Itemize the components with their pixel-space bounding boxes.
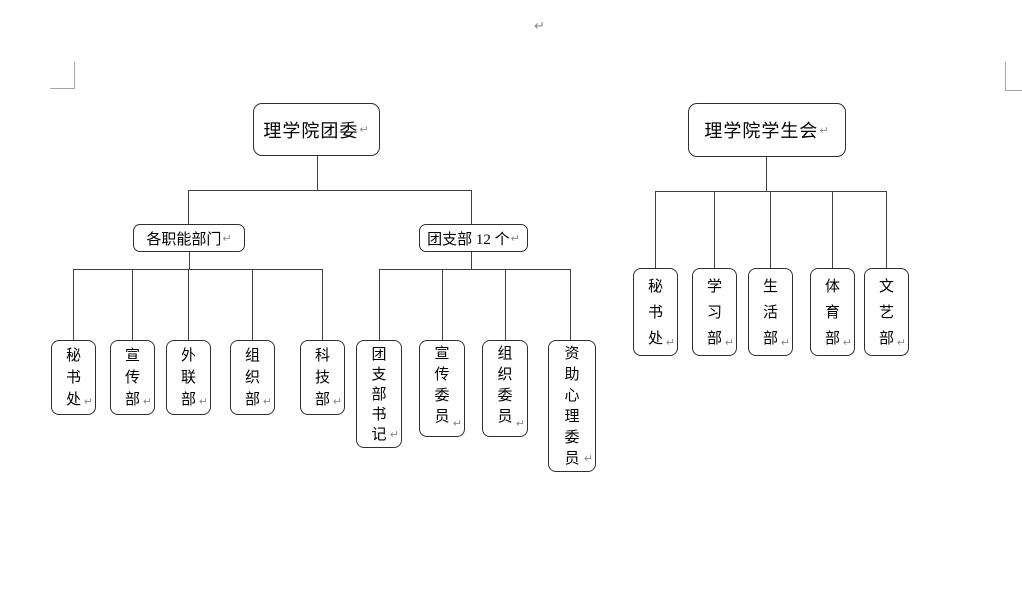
paragraph-mark: ↵: [452, 417, 462, 430]
paragraph-mark: ↵: [534, 19, 545, 34]
org-box-branch-secretary[interactable]: 团支部书记 ↵: [356, 340, 402, 448]
org-box-functional-departments[interactable]: 各职能部门↵: [133, 224, 245, 252]
connector-line: [770, 191, 771, 268]
org-box-outreach-dept[interactable]: 外联部 ↵: [166, 340, 211, 415]
connector-line: [189, 252, 190, 269]
connector-line: [379, 269, 380, 340]
paragraph-mark: ↵: [515, 417, 525, 430]
paragraph-mark: ↵: [896, 336, 906, 349]
org-box-label: 资助心理委员: [564, 346, 580, 467]
paragraph-mark: ↵: [222, 231, 232, 245]
margin-crop-mark-top-right: [1005, 62, 1022, 91]
paragraph-mark: ↵: [198, 395, 208, 408]
connector-line: [832, 191, 833, 268]
paragraph-mark: ↵: [583, 452, 593, 465]
connector-line: [188, 269, 189, 340]
connector-line: [655, 191, 656, 268]
org-box-publicity-member[interactable]: 宣传委员 ↵: [419, 340, 465, 437]
org-box-youth-league-root[interactable]: 理学院团委↵: [253, 103, 380, 156]
org-box-label: 科技部: [314, 348, 330, 408]
paragraph-mark: ↵: [842, 336, 852, 349]
org-box-arts-dept[interactable]: 文艺部 ↵: [864, 268, 909, 356]
org-box-label: 宣传部: [124, 348, 140, 408]
connector-line: [714, 191, 715, 268]
connector-line: [73, 269, 323, 270]
paragraph-mark: ↵: [819, 123, 830, 137]
org-box-label: 理学院团委: [263, 120, 359, 141]
connector-line: [471, 190, 472, 225]
org-box-label: 秘书处: [647, 279, 663, 347]
connector-line: [73, 269, 74, 340]
connector-line: [471, 252, 472, 269]
connector-line: [252, 269, 253, 340]
org-box-label: 组织部: [244, 348, 260, 408]
paragraph-mark: ↵: [389, 428, 399, 441]
margin-crop-mark-top-left: [50, 62, 75, 89]
connector-line: [188, 190, 472, 191]
paragraph-mark: ↵: [142, 395, 152, 408]
org-box-label: 组织委员: [497, 346, 513, 425]
paragraph-mark: ↵: [665, 336, 675, 349]
paragraph-mark: ↵: [332, 395, 342, 408]
org-box-publicity-dept[interactable]: 宣传部 ↵: [110, 340, 155, 415]
org-box-label: 生活部: [762, 279, 778, 347]
paragraph-mark: ↵: [780, 336, 790, 349]
connector-line: [570, 269, 571, 340]
org-box-sports-dept[interactable]: 体育部 ↵: [810, 268, 855, 356]
org-box-organization-member[interactable]: 组织委员 ↵: [482, 340, 528, 437]
org-box-organization-dept[interactable]: 组织部 ↵: [230, 340, 275, 415]
org-box-label: 体育部: [824, 279, 840, 347]
org-box-label: 团支部 12 个: [427, 231, 510, 248]
org-box-label: 各职能部门: [146, 231, 222, 248]
org-box-su-secretariat[interactable]: 秘书处 ↵: [633, 268, 678, 356]
paragraph-mark: ↵: [510, 231, 520, 245]
org-box-student-union-root[interactable]: 理学院学生会↵: [688, 103, 846, 157]
connector-line: [886, 191, 887, 268]
connector-line: [317, 156, 318, 190]
org-box-science-tech-dept[interactable]: 科技部 ↵: [300, 340, 345, 415]
org-box-aid-psychology-member[interactable]: 资助心理委员 ↵: [548, 340, 596, 472]
paragraph-mark: ↵: [83, 395, 93, 408]
connector-line: [766, 157, 767, 191]
org-box-league-branches[interactable]: 团支部 12 个↵: [419, 224, 528, 252]
connector-line: [442, 269, 443, 340]
connector-line: [132, 269, 133, 340]
connector-line: [188, 190, 189, 225]
org-box-label: 宣传委员: [434, 346, 450, 425]
org-box-label: 秘书处: [65, 348, 81, 408]
connector-line: [505, 269, 506, 340]
org-box-label: 理学院学生会: [704, 121, 819, 141]
connector-line: [379, 269, 571, 270]
org-box-study-dept[interactable]: 学习部 ↵: [692, 268, 737, 356]
paragraph-mark: ↵: [724, 336, 734, 349]
paragraph-mark: ↵: [262, 395, 272, 408]
paragraph-mark: ↵: [359, 123, 370, 136]
org-box-label: 文艺部: [878, 279, 894, 347]
org-box-life-dept[interactable]: 生活部 ↵: [748, 268, 793, 356]
connector-line: [655, 191, 887, 192]
org-box-label: 团支部书记: [371, 347, 387, 443]
connector-line: [322, 269, 323, 340]
org-box-secretariat[interactable]: 秘书处 ↵: [51, 340, 96, 415]
org-box-label: 学习部: [706, 279, 722, 347]
org-box-label: 外联部: [180, 348, 196, 408]
